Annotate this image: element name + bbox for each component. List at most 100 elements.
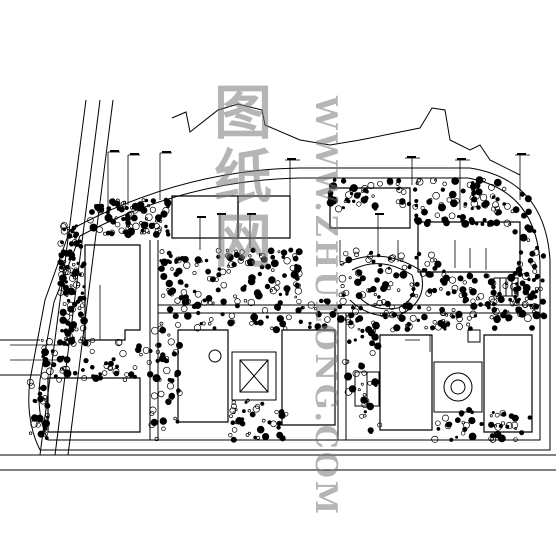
tree-symbol	[234, 249, 238, 254]
tree-symbol	[257, 319, 264, 326]
tree-symbol	[242, 409, 246, 414]
tree-symbol	[275, 280, 281, 286]
tree-symbol	[530, 293, 534, 297]
tree-symbol	[71, 239, 78, 246]
tree-symbol	[470, 199, 479, 208]
tree-symbol	[60, 282, 66, 288]
tree-symbol	[80, 317, 88, 325]
tree-symbol	[458, 292, 464, 298]
tree-symbol	[216, 254, 221, 259]
tree-symbol	[247, 298, 255, 307]
tree-symbol	[64, 336, 68, 341]
tree-symbol	[352, 199, 356, 204]
tree-planting	[26, 176, 548, 443]
tree-symbol	[434, 178, 437, 182]
tree-symbol	[79, 324, 87, 332]
tree-symbol	[74, 327, 79, 332]
tree-symbol	[339, 261, 345, 266]
tree-symbol	[290, 270, 299, 279]
tree-symbol	[526, 238, 531, 242]
tree-symbol	[339, 297, 347, 305]
tree-symbol	[81, 368, 85, 372]
tree-symbol	[154, 227, 162, 235]
tree-symbol	[416, 251, 422, 257]
tree-symbol	[479, 193, 488, 202]
tree-symbol	[65, 343, 69, 347]
tree-symbol	[399, 270, 408, 279]
tree-symbol	[121, 216, 126, 222]
tree-symbol	[492, 302, 497, 307]
tree-symbol	[393, 272, 400, 279]
tree-symbol	[220, 312, 225, 317]
tree-symbol	[157, 390, 165, 398]
tree-symbol	[44, 398, 48, 402]
tree-symbol	[500, 421, 506, 426]
tree-symbol	[356, 269, 363, 276]
tree-symbol	[105, 210, 110, 215]
tree-symbol	[274, 303, 281, 311]
tree-symbol	[165, 279, 174, 288]
tree-symbol	[371, 259, 376, 264]
tree-symbol	[470, 410, 475, 415]
tree-symbol	[342, 358, 349, 365]
tree-symbol	[454, 417, 461, 424]
tree-symbol	[64, 280, 69, 284]
tree-symbol	[459, 412, 464, 417]
tree-symbol	[512, 271, 518, 276]
tree-symbol	[435, 420, 441, 426]
tree-symbol	[308, 321, 312, 325]
tree-symbol	[443, 327, 447, 331]
tree-symbol	[63, 356, 71, 364]
tree-symbol	[247, 258, 255, 267]
tree-symbol	[165, 398, 172, 405]
plaza-square-east	[433, 361, 483, 413]
tree-symbol	[160, 266, 165, 271]
tree-symbol	[234, 303, 240, 309]
tree-symbol	[70, 340, 77, 347]
tree-symbol	[471, 277, 478, 284]
tree-symbol	[72, 269, 80, 277]
tree-symbol	[146, 359, 152, 365]
tree-symbol	[164, 224, 168, 229]
tree-symbol	[139, 352, 143, 357]
tree-symbol	[397, 252, 405, 260]
tree-symbol	[155, 349, 160, 355]
tree-symbol	[184, 283, 189, 288]
tree-symbol	[160, 352, 166, 358]
label-tick	[375, 213, 384, 215]
tree-symbol	[370, 285, 377, 293]
tree-symbol	[389, 254, 397, 261]
tree-symbol	[144, 198, 149, 203]
tree-symbol	[451, 289, 457, 295]
tree-symbol	[469, 219, 476, 226]
tree-symbol	[272, 326, 280, 334]
tree-symbol	[353, 192, 361, 199]
tree-symbol	[513, 290, 518, 295]
tree-symbol	[527, 415, 532, 420]
tree-symbol	[470, 206, 474, 211]
tree-symbol	[276, 420, 282, 426]
tree-symbol	[261, 418, 266, 423]
tree-symbol	[111, 357, 116, 362]
tree-symbol	[249, 321, 254, 326]
tree-symbol	[46, 367, 54, 376]
tree-symbol	[166, 250, 172, 256]
tree-symbol	[125, 220, 131, 226]
tree-symbol	[361, 185, 369, 192]
tree-symbol	[183, 261, 191, 269]
tree-symbol	[147, 371, 154, 378]
tree-symbol	[521, 301, 529, 308]
tree-symbol	[524, 195, 532, 203]
tree-symbol	[315, 311, 322, 318]
tree-symbol	[357, 388, 361, 392]
tree-symbol	[469, 310, 477, 318]
tree-symbol	[216, 272, 222, 278]
tree-symbol	[77, 306, 82, 311]
tree-symbol	[355, 292, 363, 300]
tree-symbol	[388, 311, 396, 319]
tree-symbol	[155, 358, 160, 363]
tree-symbol	[376, 299, 384, 307]
tree-symbol	[327, 195, 334, 201]
tree-symbol	[234, 298, 241, 305]
tree-symbol	[144, 217, 148, 221]
